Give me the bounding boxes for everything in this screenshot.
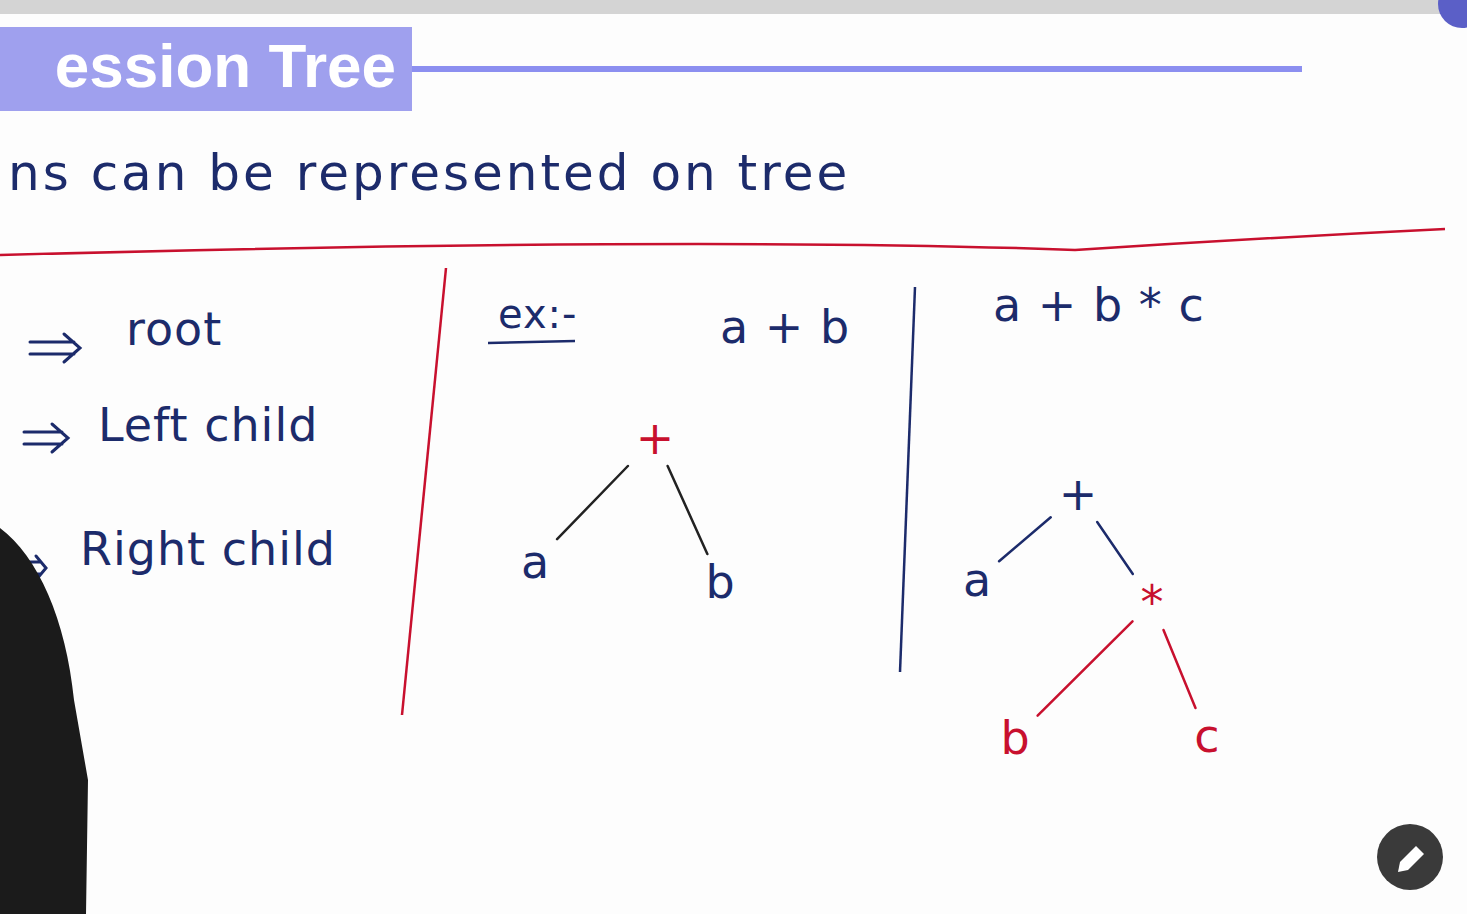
expression: a + b <box>720 302 850 353</box>
video-title-strip <box>0 0 1467 14</box>
tree-node: a <box>957 554 997 606</box>
slide-title: ession Tree <box>0 32 404 100</box>
term-label: Right child <box>80 524 336 575</box>
tree-edge <box>999 517 1051 561</box>
tree-node: + <box>1053 468 1104 520</box>
red-rule <box>0 229 1445 255</box>
handwritten-note: ns can be represented on tree <box>8 146 850 201</box>
expression: a + b * c <box>993 280 1205 331</box>
node-symbol: + <box>1059 471 1098 517</box>
node-symbol: c <box>1194 713 1219 759</box>
tree-node: c <box>1188 710 1225 762</box>
term-label: Left child <box>98 400 318 451</box>
underline <box>488 341 575 343</box>
term-label: root <box>126 304 222 355</box>
node-symbol: a <box>521 539 549 585</box>
node-symbol: + <box>636 415 675 461</box>
blue-divider <box>900 287 915 672</box>
node-symbol: a <box>963 557 991 603</box>
tree-edge <box>1038 621 1133 715</box>
title-rule <box>412 66 1302 72</box>
tree-node: + <box>630 412 681 464</box>
corner-badge <box>1438 0 1467 28</box>
tree-node: b <box>994 712 1035 764</box>
node-symbol: b <box>705 559 734 605</box>
pencil-icon <box>1398 846 1424 872</box>
edit-button <box>1377 824 1443 890</box>
tree-edge <box>1097 522 1133 574</box>
example-label: ex:- <box>498 292 578 336</box>
red-divider <box>402 268 446 715</box>
implies-arrows <box>24 334 80 580</box>
tree-edge <box>1163 630 1195 708</box>
node-symbol: b <box>1000 715 1029 761</box>
node-symbol: * <box>1141 579 1164 625</box>
presenter-silhouette <box>0 528 88 914</box>
tree-edge <box>557 466 628 539</box>
tree-node: b <box>699 556 740 608</box>
tree-node: a <box>515 536 555 588</box>
tree-edge <box>668 466 708 554</box>
tree-node: * <box>1135 576 1170 628</box>
title-band <box>0 27 412 111</box>
